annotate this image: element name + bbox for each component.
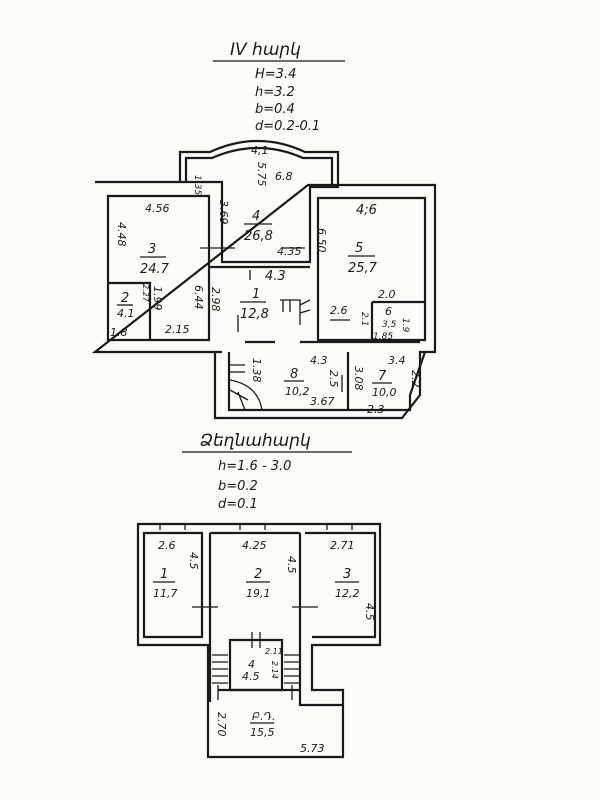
svg-text:4;6: 4;6	[356, 203, 377, 218]
attic-room-1: 1 11,7	[153, 567, 178, 600]
room-5: 5 25,7	[348, 241, 378, 276]
svg-text:4.56: 4.56	[145, 202, 170, 215]
svg-text:3: 3	[148, 242, 156, 257]
svg-text:1.38: 1.38	[250, 358, 263, 383]
svg-text:2.11: 2.11	[265, 647, 283, 656]
floor4-rooms: 1 12,8 2 4.1 3 24.7 4 26,8 5 25,7 6 3,5	[117, 209, 397, 399]
svg-text:4: 4	[248, 658, 255, 671]
svg-text:2.6: 2.6	[330, 304, 348, 317]
svg-text:4.5: 4.5	[242, 670, 260, 683]
room-3: 3 24.7	[140, 242, 170, 277]
svg-text:26,8: 26,8	[244, 229, 273, 244]
svg-text:3: 3	[343, 567, 351, 582]
svg-text:2.5: 2.5	[327, 370, 340, 388]
room-2: 2 4.1	[117, 291, 135, 320]
svg-text:6.44: 6.44	[192, 285, 205, 310]
attic-room-4: 4 4.5	[242, 658, 260, 683]
svg-text:4.5: 4.5	[187, 552, 200, 570]
svg-text:10,2: 10,2	[285, 385, 310, 398]
floor4-walls	[91, 139, 437, 420]
svg-text:8: 8	[290, 367, 298, 382]
floor4-param: b=0.4	[255, 102, 295, 117]
svg-text:3.69: 3.69	[217, 200, 230, 225]
svg-text:10,0: 10,0	[372, 386, 397, 399]
svg-text:5: 5	[355, 241, 363, 256]
svg-text:4,1: 4,1	[251, 144, 269, 157]
svg-text:2.1: 2.1	[359, 312, 369, 326]
svg-text:1: 1	[160, 567, 168, 582]
svg-text:3.67: 3.67	[310, 395, 335, 408]
svg-text:4.5: 4.5	[285, 556, 298, 574]
svg-text:3.4: 3.4	[388, 354, 406, 367]
svg-text:12,2: 12,2	[335, 587, 360, 600]
attic-param: h=1.6 - 3.0	[218, 459, 291, 474]
svg-text:1.8: 1.8	[110, 326, 128, 339]
svg-text:7: 7	[378, 369, 387, 384]
svg-text:1.85: 1.85	[373, 332, 393, 342]
attic-param: b=0.2	[218, 479, 258, 494]
svg-text:4.48: 4.48	[115, 222, 128, 247]
svg-text:6.8: 6.8	[275, 170, 293, 183]
attic-room-3: 3 12,2	[335, 567, 360, 600]
attic-dimensions: 2.6 4.5 4.25 4.5 2.71 4.5 2.11 2.14 2.70…	[158, 539, 376, 755]
svg-text:19,1: 19,1	[246, 587, 271, 600]
svg-text:24.7: 24.7	[140, 262, 170, 277]
svg-text:1.9: 1.9	[400, 318, 410, 333]
svg-text:2.98: 2.98	[209, 287, 222, 312]
svg-text:4: 4	[252, 209, 260, 224]
room-1: 1 12,8	[240, 287, 269, 322]
svg-text:11,7: 11,7	[153, 587, 178, 600]
floor4-param: H=3.4	[255, 67, 296, 82]
svg-text:25,7: 25,7	[348, 261, 378, 276]
svg-text:2.27: 2.27	[141, 284, 150, 303]
room-8: 8 10,2	[284, 367, 310, 398]
svg-text:12,8: 12,8	[240, 307, 269, 322]
svg-text:4.25: 4.25	[242, 539, 267, 552]
floor4-param: h=3.2	[255, 85, 295, 100]
svg-text:5.75: 5.75	[255, 162, 268, 187]
room-4: 4 26,8	[244, 209, 273, 244]
svg-text:2.71: 2.71	[330, 539, 355, 552]
svg-text:3,5: 3,5	[382, 320, 397, 330]
svg-text:2: 2	[121, 291, 129, 306]
svg-text:2.2: 2.2	[409, 370, 422, 388]
floor4-dimensions: 4,1 1.35 5.75 6.8 4.56 4.48 3.69 4;6 4.3…	[110, 144, 422, 416]
svg-text:15,5: 15,5	[250, 726, 275, 739]
svg-text:2.15: 2.15	[165, 323, 190, 336]
svg-text:1.35: 1.35	[192, 175, 202, 195]
floor4-title: IV հարկ	[230, 40, 301, 60]
svg-text:2.14: 2.14	[270, 661, 279, 679]
attic-room-2: 2 19,1	[246, 567, 271, 600]
floor4-param: d=0.2-0.1	[255, 119, 320, 134]
svg-text:4.3: 4.3	[310, 354, 328, 367]
svg-text:1: 1	[252, 287, 260, 302]
room-7: 7 10,0	[372, 369, 397, 399]
attic-room-hall: Բ.Դ. 15,5	[250, 710, 275, 739]
svg-text:5.73: 5.73	[300, 742, 325, 755]
attic-header: Ձեղնահարկ h=1.6 - 3.0 b=0.2 d=0.1	[182, 431, 352, 512]
svg-text:2: 2	[254, 567, 262, 582]
svg-text:4.35: 4.35	[277, 245, 302, 258]
svg-text:6: 6	[385, 305, 392, 318]
svg-text:6.50: 6.50	[315, 228, 328, 253]
attic-param: d=0.1	[218, 497, 258, 512]
svg-text:4.3: 4.3	[265, 269, 286, 284]
floor4-header: IV հարկ H=3.4 h=3.2 b=0.4 d=0.2-0.1	[213, 40, 345, 134]
svg-text:4.1: 4.1	[117, 307, 135, 320]
svg-text:2.70: 2.70	[215, 712, 228, 737]
svg-text:2.3: 2.3	[367, 403, 385, 416]
svg-text:2.6: 2.6	[158, 539, 176, 552]
attic-rooms: 1 11,7 2 19,1 3 12,2 4 4.5 Բ.Դ. 15,5	[153, 567, 360, 739]
svg-text:1.99: 1.99	[151, 286, 164, 311]
svg-text:4.5: 4.5	[363, 603, 376, 621]
room-6: 6 3,5	[382, 305, 397, 330]
svg-text:Բ.Դ.: Բ.Դ.	[252, 710, 275, 723]
svg-text:3.08: 3.08	[352, 366, 365, 391]
attic-title: Ձեղնահարկ	[200, 431, 311, 451]
svg-text:2.0: 2.0	[378, 288, 396, 301]
attic-walls	[136, 522, 382, 759]
